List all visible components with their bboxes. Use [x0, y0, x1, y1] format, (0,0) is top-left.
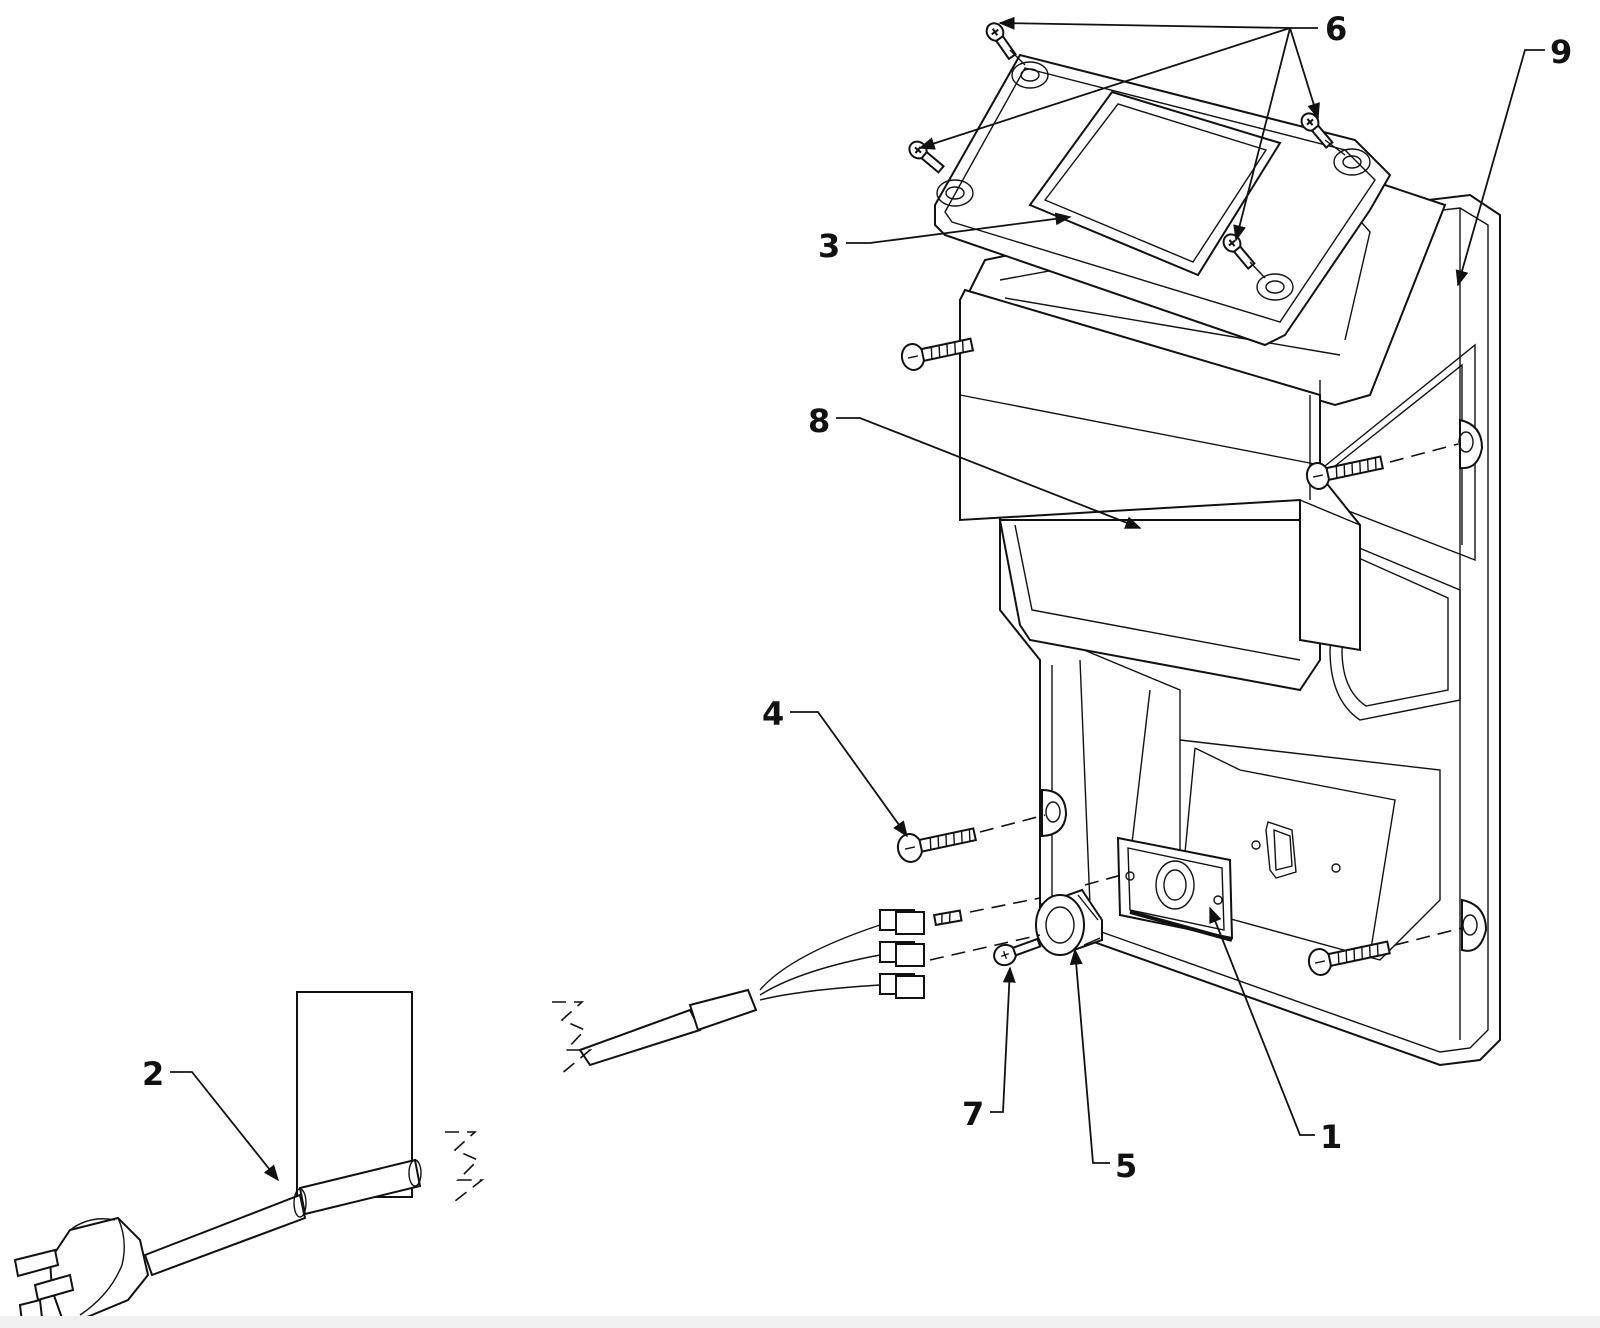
side-screw	[900, 337, 1463, 976]
callout-1: 1	[1320, 1118, 1342, 1156]
callout-8: 8	[808, 402, 830, 440]
leader-lines	[170, 16, 1545, 1182]
screw-4	[896, 814, 1046, 863]
bezel-screw-hole	[936, 61, 1371, 301]
wire-connectors	[759, 873, 1126, 1001]
callout-labels: 1 2 3 4 5 6 7 8 9	[142, 10, 1572, 1185]
receptacle-plate	[1116, 836, 1234, 942]
callout-9: 9	[1550, 33, 1572, 71]
callout-7: 7	[962, 1095, 984, 1133]
callout-2: 2	[142, 1055, 164, 1093]
strain-relief-bushing	[1035, 888, 1103, 957]
callout-3: 3	[818, 227, 840, 265]
callout-5: 5	[1115, 1147, 1137, 1185]
power-cord-plug	[13, 991, 485, 1324]
top-bezel	[934, 53, 1392, 347]
callout-6: 6	[1325, 10, 1347, 48]
page-footer-strip	[0, 1316, 1600, 1328]
callout-4: 4	[762, 695, 784, 733]
screw-6-set	[908, 22, 1346, 279]
power-cord-segment	[552, 988, 758, 1076]
